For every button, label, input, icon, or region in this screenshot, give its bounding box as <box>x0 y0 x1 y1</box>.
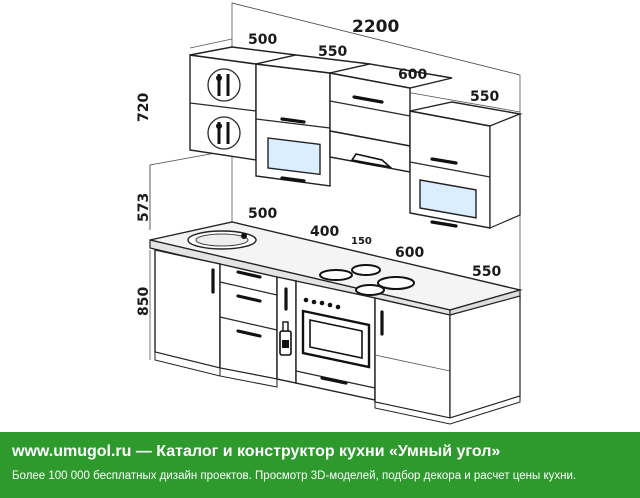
upper-cabinet-2 <box>255 54 371 187</box>
banner-subtitle: Более 100 000 бесплатных дизайн проектов… <box>12 470 577 482</box>
dim-lower-2: 400 <box>310 224 339 240</box>
handle[interactable] <box>280 176 306 183</box>
bottle-icon <box>279 321 292 356</box>
handle[interactable] <box>430 220 458 228</box>
banner-title[interactable]: www.umugol.ru — Каталог и конструктор ку… <box>12 443 501 460</box>
lower-cabinet-2-drawers <box>219 263 278 388</box>
hood-vent-icon <box>350 153 393 169</box>
promo-banner[interactable]: www.umugol.ru — Каталог и конструктор ку… <box>0 432 640 498</box>
handle[interactable] <box>280 117 306 124</box>
dim-upper-2: 550 <box>318 44 347 60</box>
dim-gap-height: 573 <box>136 193 152 222</box>
oven-knobs <box>303 297 341 310</box>
kitchen-diagram: 2200 500 550 600 550 500 400 150 600 550… <box>136 2 523 425</box>
upper-cabinet-3-hood <box>329 63 453 173</box>
oven-window <box>309 319 363 359</box>
cutlery-icon <box>207 68 241 102</box>
handle[interactable] <box>430 157 458 165</box>
sink-icon <box>187 230 257 250</box>
glass-door <box>419 179 477 219</box>
handle[interactable] <box>320 376 348 385</box>
glass-door <box>267 137 321 176</box>
handle[interactable] <box>236 270 262 279</box>
dim-upper-1: 500 <box>248 32 277 48</box>
handle[interactable] <box>236 329 262 338</box>
cooktop-icon <box>319 264 415 296</box>
dim-lower-height: 850 <box>136 287 152 316</box>
upper-cabinet-4 <box>409 101 523 229</box>
dim-lower-1: 500 <box>248 206 277 222</box>
dim-lower-3: 150 <box>351 236 372 247</box>
handle[interactable] <box>236 294 262 303</box>
lower-cabinet-1 <box>154 249 221 377</box>
handle[interactable] <box>352 95 384 104</box>
dim-lower-4: 600 <box>395 245 424 261</box>
dim-total-width: 2200 <box>352 17 399 37</box>
dim-lower-5: 550 <box>472 264 501 280</box>
lower-cabinet-4-oven <box>295 280 376 401</box>
dim-upper-4: 550 <box>470 89 499 105</box>
dim-upper-height: 720 <box>136 93 152 122</box>
lower-cabinet-3-bottle-rack <box>276 276 297 384</box>
dim-upper-3: 600 <box>398 67 427 83</box>
lower-cabinet-5 <box>374 295 521 425</box>
cutlery-icon <box>207 116 241 150</box>
